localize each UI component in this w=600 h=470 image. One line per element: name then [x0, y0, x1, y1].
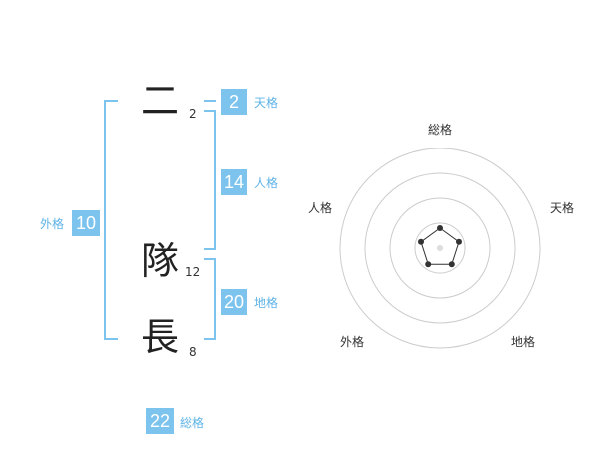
- radar-label-chikaku: 地格: [511, 335, 536, 349]
- radar-ring: [414, 222, 466, 274]
- name-char-1-strokes: 2: [189, 107, 197, 121]
- soukaku-value: 22: [146, 408, 174, 434]
- jinkaku-value: 14: [221, 169, 247, 195]
- jinkaku-bracket: [204, 110, 216, 250]
- radar-ring: [389, 197, 491, 299]
- name-char-2-strokes: 12: [185, 265, 201, 279]
- name-char-2: 隊: [141, 239, 180, 283]
- radar-label-jinkaku: 人格: [308, 201, 333, 215]
- tenkaku-bracket: [204, 100, 216, 108]
- gaikaku-label: 外格: [40, 217, 65, 231]
- radar-ring: [364, 172, 516, 324]
- radar-point: [418, 238, 424, 245]
- chikaku-bracket: [204, 258, 216, 340]
- radar-center: [437, 245, 443, 251]
- name-char-3-strokes: 8: [189, 345, 197, 359]
- soukaku-label: 総格: [180, 416, 205, 430]
- tenkaku-value: 2: [221, 89, 247, 115]
- radar-label-gaikaku: 外格: [340, 335, 365, 349]
- gaikaku-bracket: [104, 100, 118, 340]
- radar-label-tenkaku: 天格: [550, 201, 575, 215]
- chikaku-label: 地格: [254, 296, 279, 310]
- radar-chart: [339, 148, 541, 349]
- radar-point: [448, 261, 455, 268]
- radar-ring: [339, 148, 541, 349]
- radar-point: [437, 225, 443, 231]
- name-char-3: 長: [141, 315, 180, 359]
- chikaku-value: 20: [221, 289, 247, 315]
- radar-point: [456, 238, 462, 245]
- gaikaku-value: 10: [72, 210, 100, 236]
- name-char-1: 二: [141, 79, 180, 123]
- tenkaku-label: 天格: [254, 96, 279, 110]
- radar-label-soukaku: 総格: [428, 123, 453, 137]
- jinkaku-label: 人格: [254, 176, 279, 190]
- radar-point: [425, 261, 432, 268]
